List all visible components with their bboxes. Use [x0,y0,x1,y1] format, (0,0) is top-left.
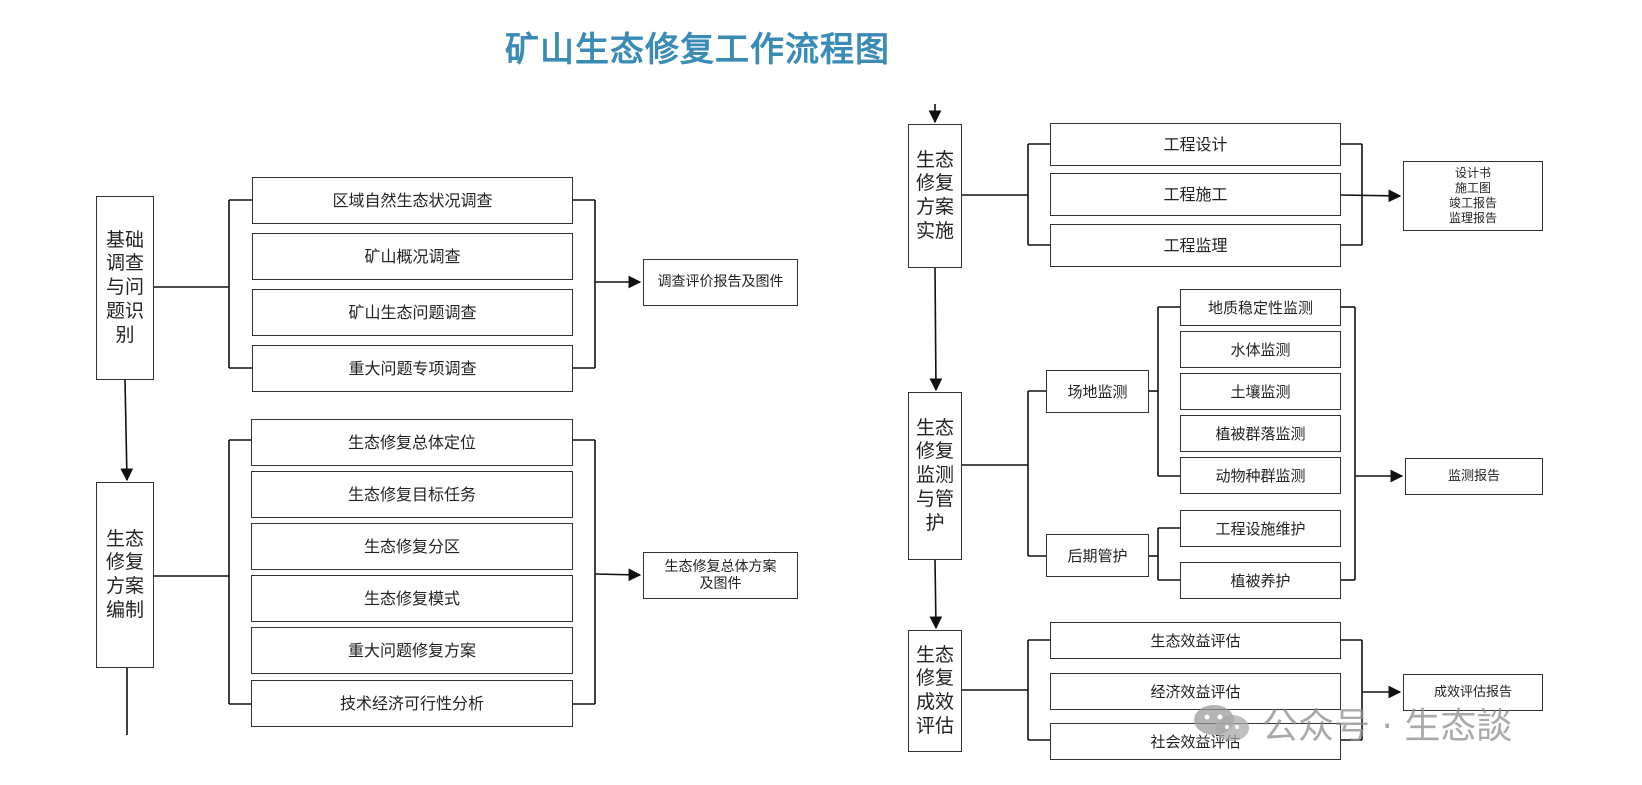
output-label: 成效评估报告 [1433,684,1512,700]
site-monitoring: 场地监测 [1046,370,1149,413]
site-item-label: 水体监测 [1230,340,1291,359]
survey-item-label: 矿山生态问题调查 [348,302,477,322]
output-label: 监测报告 [1447,468,1500,484]
impl-item-construction: 工程施工 [1050,173,1341,216]
impl-item-label: 工程施工 [1163,184,1228,204]
site-monitoring-label: 场地监测 [1067,382,1128,401]
survey-item-label: 重大问题专项调查 [348,358,477,378]
later-item-facility: 工程设施维护 [1180,510,1341,547]
stage-basic-survey-label: 基础调查与问题识别 [105,228,144,346]
plan-item-label: 重大问题修复方案 [347,640,476,660]
page-title: 矿山生态修复工作流程图 [505,30,890,70]
stage-monitoring: 生态修复监测与管护 [908,392,962,560]
stage-plan-implementation: 生态修复方案实施 [908,124,962,268]
stage-effect-evaluation-label: 生态修复成效评估 [915,643,954,737]
plan-item-label: 生态修复总体定位 [347,432,476,452]
survey-item-label: 矿山概况调查 [364,246,461,266]
plan-item-label: 生态修复分区 [363,536,460,556]
plan-item-label: 生态修复目标任务 [347,484,476,504]
site-item-water: 水体监测 [1180,331,1341,368]
site-item-label: 动物种群监测 [1215,466,1306,485]
site-item-animal: 动物种群监测 [1180,457,1341,494]
plan-item-label: 技术经济可行性分析 [339,693,484,713]
output-overall-plan: 生态修复总体方案 及图件 [643,552,798,599]
site-item-geology: 地质稳定性监测 [1180,289,1341,326]
eval-item-label: 经济效益评估 [1150,682,1241,701]
watermark-text: 公众号 · 生态談 [1262,706,1513,747]
output-label: 调查评价报告及图件 [657,274,784,291]
site-item-soil: 土壤监测 [1180,373,1341,410]
survey-item-mine-ecology-issues: 矿山生态问题调查 [252,289,573,336]
survey-item-regional-ecology: 区域自然生态状况调查 [252,177,573,224]
eval-item-ecology: 生态效益评估 [1050,622,1341,659]
output-label: 生态修复总体方案 及图件 [664,558,777,592]
survey-item-major-issues: 重大问题专项调查 [252,345,573,392]
site-item-vegetation: 植被群落监测 [1180,415,1341,452]
survey-item-mine-overview: 矿山概况调查 [252,233,573,280]
survey-item-label: 区域自然生态状况调查 [332,190,493,210]
output-label: 设计书 施工图 竣工报告 监理报告 [1448,166,1497,225]
stage-effect-evaluation: 生态修复成效评估 [908,630,962,752]
plan-item-zoning: 生态修复分区 [251,523,573,570]
later-care-label: 后期管护 [1067,546,1128,565]
eval-item-economy: 经济效益评估 [1050,673,1341,710]
later-item-label: 工程设施维护 [1215,519,1306,538]
later-item-vegetation: 植被养护 [1180,562,1341,599]
stage-monitoring-label: 生态修复监测与管护 [915,416,954,534]
output-impl-docs: 设计书 施工图 竣工报告 监理报告 [1403,161,1543,231]
stage-basic-survey: 基础调查与问题识别 [96,196,154,380]
site-item-label: 植被群落监测 [1215,424,1306,443]
output-monitoring-report: 监测报告 [1405,458,1543,495]
output-eval-report: 成效评估报告 [1403,674,1543,711]
site-item-label: 地质稳定性监测 [1207,298,1313,317]
plan-item-major-repair: 重大问题修复方案 [251,627,573,674]
stage-plan-implementation-label: 生态修复方案实施 [915,148,954,242]
stage-plan-compilation: 生态修复方案编制 [96,482,154,668]
plan-item-mode: 生态修复模式 [251,575,573,622]
watermark: 公众号 · 生态談 [1192,697,1512,749]
impl-item-label: 工程监理 [1163,235,1228,255]
wechat-icon [1194,705,1249,741]
plan-item-feasibility: 技术经济可行性分析 [251,680,573,727]
impl-item-design: 工程设计 [1050,123,1341,166]
eval-item-label: 社会效益评估 [1150,732,1241,751]
site-item-label: 土壤监测 [1230,382,1291,401]
plan-item-goals: 生态修复目标任务 [251,471,573,518]
plan-item-positioning: 生态修复总体定位 [251,419,573,466]
impl-item-supervision: 工程监理 [1050,224,1341,267]
later-care: 后期管护 [1046,534,1149,577]
output-survey-report: 调查评价报告及图件 [643,259,798,306]
plan-item-label: 生态修复模式 [363,588,460,608]
stage-plan-compilation-label: 生态修复方案编制 [105,527,144,621]
later-item-label: 植被养护 [1230,571,1291,590]
eval-item-label: 生态效益评估 [1150,631,1241,650]
impl-item-label: 工程设计 [1163,134,1228,154]
